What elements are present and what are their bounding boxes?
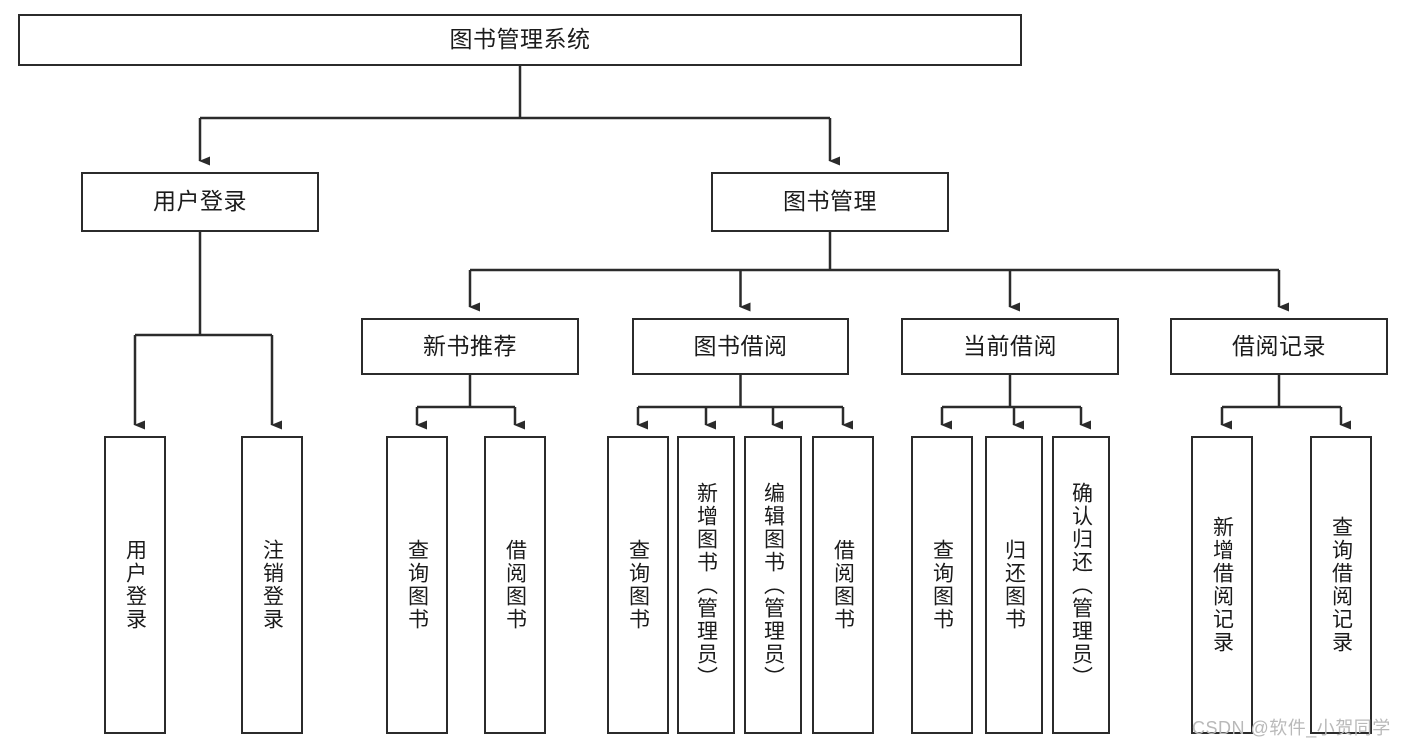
node-new-book-recommend-label: 新书推荐	[423, 332, 517, 359]
node-root[interactable]: 图书管理系统	[18, 14, 1022, 66]
node-leaf-logout-login[interactable]: 注销登录	[241, 436, 303, 734]
node-current-borrow[interactable]: 当前借阅	[901, 318, 1119, 375]
node-book-borrow-label: 图书借阅	[693, 332, 788, 359]
node-leaf-borrow-book-recommend-label: 借阅图书	[503, 539, 527, 631]
node-leaf-add-book[interactable]: 新增图书（管理员）	[677, 436, 735, 734]
node-current-borrow-label: 当前借阅	[963, 332, 1057, 359]
node-leaf-edit-book[interactable]: 编辑图书（管理员）	[744, 436, 802, 734]
node-book-management[interactable]: 图书管理	[711, 172, 949, 232]
node-leaf-query-book-current[interactable]: 查询图书	[911, 436, 973, 734]
node-leaf-query-borrow-record[interactable]: 查询借阅记录	[1310, 436, 1372, 734]
node-leaf-query-book-recommend-label: 查询图书	[405, 539, 429, 631]
node-borrow-record-label: 借阅记录	[1232, 332, 1326, 359]
node-book-management-label: 图书管理	[783, 188, 877, 215]
node-leaf-return-book-label: 归还图书	[1002, 539, 1026, 631]
node-leaf-query-borrow-record-label: 查询借阅记录	[1329, 516, 1353, 654]
node-leaf-return-book[interactable]: 归还图书	[985, 436, 1043, 734]
node-leaf-user-login[interactable]: 用户登录	[104, 436, 166, 734]
node-leaf-query-book-current-label: 查询图书	[930, 539, 954, 631]
node-leaf-logout-login-label: 注销登录	[260, 539, 284, 631]
node-leaf-borrow-book-recommend[interactable]: 借阅图书	[484, 436, 546, 734]
node-leaf-borrow-book-label: 借阅图书	[831, 539, 855, 631]
node-leaf-borrow-book[interactable]: 借阅图书	[812, 436, 874, 734]
node-user-login-label: 用户登录	[153, 188, 247, 215]
node-leaf-user-login-label: 用户登录	[123, 539, 147, 631]
node-book-borrow[interactable]: 图书借阅	[632, 318, 849, 375]
node-leaf-confirm-return[interactable]: 确认归还（管理员）	[1052, 436, 1110, 734]
node-leaf-add-book-label: 新增图书（管理员）	[694, 481, 718, 689]
node-leaf-query-book-borrow-label: 查询图书	[626, 539, 650, 631]
node-leaf-query-book-recommend[interactable]: 查询图书	[386, 436, 448, 734]
node-root-label: 图书管理系统	[449, 26, 591, 53]
node-leaf-query-book-borrow[interactable]: 查询图书	[607, 436, 669, 734]
node-leaf-add-borrow-record-label: 新增借阅记录	[1210, 516, 1234, 654]
node-new-book-recommend[interactable]: 新书推荐	[361, 318, 579, 375]
node-user-login[interactable]: 用户登录	[81, 172, 319, 232]
node-leaf-confirm-return-label: 确认归还（管理员）	[1069, 481, 1093, 689]
node-borrow-record[interactable]: 借阅记录	[1170, 318, 1388, 375]
node-leaf-edit-book-label: 编辑图书（管理员）	[761, 481, 785, 689]
node-leaf-add-borrow-record[interactable]: 新增借阅记录	[1191, 436, 1253, 734]
